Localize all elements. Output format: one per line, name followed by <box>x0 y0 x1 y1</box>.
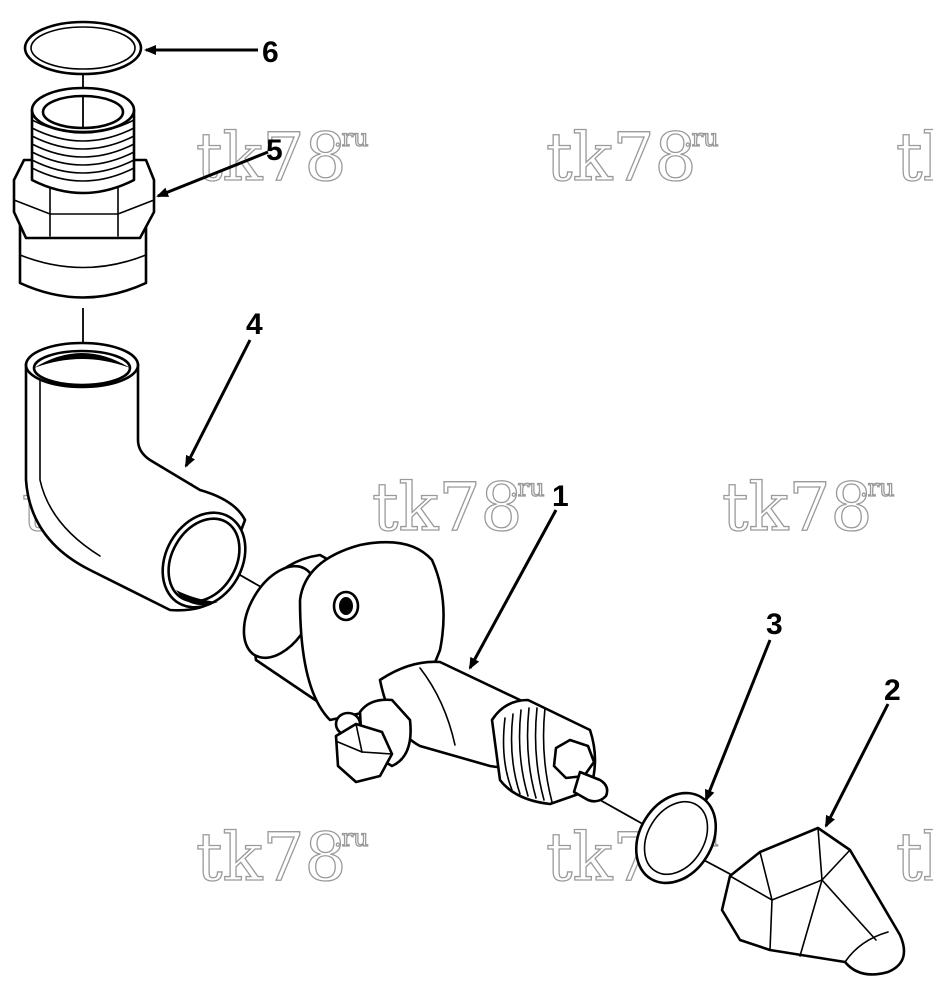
callout-label-3: 3 <box>766 608 783 641</box>
part-6-o-ring <box>23 20 143 76</box>
watermark-text: tk78 <box>546 119 697 196</box>
callout-label-4: 4 <box>246 308 263 341</box>
watermark-suffix: .ru <box>684 124 719 152</box>
part-2-cap <box>720 826 906 976</box>
watermark-text: tk78 <box>896 119 933 196</box>
callout-2: 2 <box>824 674 901 828</box>
watermark: tk78 .ru <box>195 818 369 896</box>
callout-label-2: 2 <box>884 674 901 707</box>
watermark: tk78 .ru <box>371 468 545 546</box>
watermark-text: tk78 <box>722 469 873 546</box>
watermark: tk78 .ru <box>545 118 719 196</box>
watermark: tk78 <box>895 118 933 196</box>
callout-4: 4 <box>184 308 263 468</box>
callout-5: 5 <box>156 134 283 198</box>
callout-1: 1 <box>468 480 569 670</box>
callout-label-1: 1 <box>552 480 569 513</box>
callout-label-5: 5 <box>266 134 283 167</box>
callout-label-6: 6 <box>262 36 279 69</box>
watermark-suffix: .ru <box>510 474 545 502</box>
part-5-adapter <box>12 86 156 299</box>
watermark: tk78 .ru <box>195 118 369 196</box>
watermark: tk78 .ru <box>721 468 895 546</box>
watermark-text: tk78 <box>196 119 347 196</box>
watermark-suffix: .ru <box>334 824 369 852</box>
watermark-text: tk78 <box>372 469 523 546</box>
watermark-suffix: .ru <box>334 124 369 152</box>
watermark-suffix: .ru <box>860 474 895 502</box>
part-1-valve-body <box>242 540 609 806</box>
outlet-threads <box>502 707 553 803</box>
watermark-text: tk78 <box>196 819 347 896</box>
callout-6: 6 <box>144 36 279 69</box>
watermark: tk78 <box>895 818 933 896</box>
watermark-text: tk78 <box>896 819 933 896</box>
callout-3: 3 <box>704 608 783 802</box>
part-3-gasket <box>634 791 718 885</box>
part-4-elbow <box>24 341 247 612</box>
